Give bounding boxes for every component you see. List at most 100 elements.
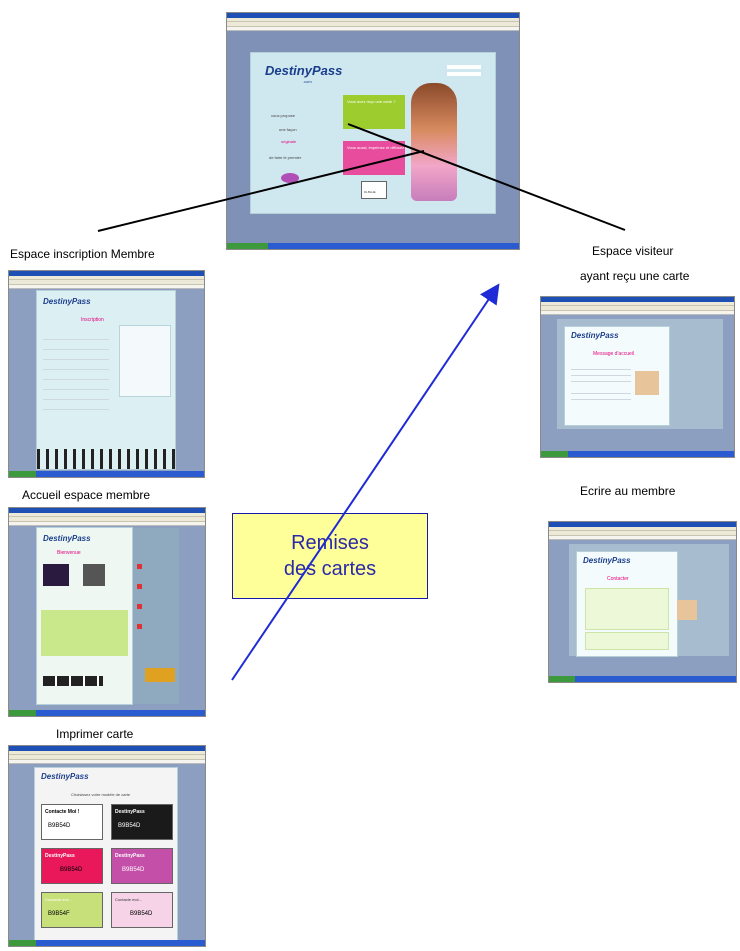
brand-logo: DestinyPass bbox=[265, 63, 343, 78]
password-input[interactable] bbox=[447, 72, 481, 76]
card-template-1[interactable]: Contacte Moi ! B9B54D bbox=[41, 804, 103, 840]
pitch-line-2: une façon bbox=[279, 127, 297, 132]
callout-line-1: Remises bbox=[291, 532, 369, 554]
imprimer-panel: DestinyPass Choisissez votre modèle de c… bbox=[35, 768, 177, 940]
window-titlebar bbox=[9, 746, 205, 751]
received-card-label: Vous avez reçu une carte ? bbox=[347, 99, 396, 104]
window-titlebar bbox=[549, 522, 736, 527]
card-template-text: DestinyPass bbox=[115, 809, 145, 815]
card-template-6[interactable]: Contacte moi... B9B54D bbox=[111, 892, 173, 928]
browser-toolbar bbox=[9, 517, 205, 522]
woman-illustration bbox=[411, 83, 457, 201]
taskbar bbox=[541, 451, 734, 457]
card-template-code: B9B54D bbox=[118, 823, 141, 829]
accueil-panel: DestinyPass Bienvenue bbox=[37, 528, 132, 704]
card-template-code: B9B54D bbox=[130, 911, 153, 917]
signpost-icon bbox=[145, 668, 175, 682]
card-template-code: B9B54D bbox=[60, 867, 83, 873]
start-button[interactable] bbox=[227, 243, 268, 249]
screenshot-ecrire: DestinyPass Contacter bbox=[548, 521, 737, 683]
window-titlebar bbox=[227, 13, 519, 18]
brand-logo: DestinyPass bbox=[43, 534, 91, 543]
taskbar bbox=[549, 676, 736, 682]
send-form[interactable] bbox=[585, 632, 669, 650]
card-template-5[interactable]: Contacte moi... B9B54F bbox=[41, 892, 103, 928]
caption-imprimer: Imprimer carte bbox=[56, 727, 134, 741]
callout-line-2: des cartes bbox=[283, 558, 377, 580]
start-button[interactable] bbox=[9, 940, 37, 946]
sample-card-code: DLBLHE bbox=[364, 190, 376, 194]
taskbar bbox=[9, 710, 205, 716]
accueil-title: Bienvenue bbox=[57, 550, 81, 556]
card-template-code: B9B54F bbox=[48, 911, 70, 917]
card-template-code: B9B54D bbox=[122, 867, 145, 873]
brand-logo: DestinyPass bbox=[583, 556, 631, 565]
ecrire-panel: DestinyPass Contacter bbox=[577, 552, 697, 656]
inscription-panel: DestinyPass Inscription bbox=[37, 291, 175, 469]
visiteur-photo bbox=[635, 371, 659, 395]
arrow-remises bbox=[231, 283, 500, 681]
address-bar bbox=[549, 536, 736, 540]
screenshot-inscription: DestinyPass Inscription bbox=[8, 270, 205, 478]
visiteur-title: Message d'accueil bbox=[593, 351, 634, 357]
screenshot-imprimer: DestinyPass Choisissez votre modèle de c… bbox=[8, 745, 206, 947]
login-input[interactable] bbox=[447, 65, 481, 69]
login-area bbox=[417, 61, 487, 81]
browser-toolbar bbox=[227, 22, 519, 27]
card-preview bbox=[43, 564, 69, 586]
menu-bar bbox=[9, 276, 204, 280]
imprimer-title: Choisissez votre modèle de carte bbox=[71, 792, 131, 797]
menu-bar bbox=[227, 18, 519, 22]
start-button[interactable] bbox=[9, 471, 37, 477]
browser-toolbar bbox=[9, 755, 205, 760]
ecrire-title: Contacter bbox=[607, 576, 629, 582]
window-titlebar bbox=[541, 297, 734, 302]
card-strip bbox=[43, 676, 103, 686]
print-cards-box[interactable]: Vous aussi, imprimez et diffusez vos car… bbox=[343, 141, 423, 175]
screenshot-home: DestinyPass .com vous propose une façon … bbox=[226, 12, 520, 250]
accueil-sidebar bbox=[133, 528, 179, 704]
brand-suffix: .com bbox=[303, 79, 312, 84]
form-column bbox=[43, 331, 113, 431]
taskbar bbox=[9, 471, 204, 477]
message-form[interactable] bbox=[585, 588, 669, 630]
visiteur-panel: DestinyPass Message d'accueil bbox=[565, 327, 669, 425]
caption-visiteur-line-2: ayant reçu une carte bbox=[580, 269, 690, 283]
card-template-4[interactable]: DestinyPass B9B54D bbox=[111, 848, 173, 884]
taskbar bbox=[227, 243, 519, 249]
taskbar bbox=[9, 940, 205, 946]
browser-toolbar bbox=[9, 280, 204, 285]
received-card-box[interactable]: Vous avez reçu une carte ? bbox=[343, 95, 405, 129]
menu-bar bbox=[549, 527, 736, 531]
caption-ecrire: Ecrire au membre bbox=[580, 484, 676, 498]
sidebar-icon[interactable] bbox=[137, 604, 142, 609]
address-bar bbox=[9, 285, 204, 289]
pitch-line-4: de faire le premier bbox=[269, 155, 302, 160]
caption-visiteur-line-1: Espace visiteur bbox=[592, 244, 674, 258]
screenshot-accueil: DestinyPass Bienvenue bbox=[8, 507, 206, 717]
card-template-3[interactable]: DestinyPass B9B54D bbox=[41, 848, 103, 884]
card-template-2[interactable]: DestinyPass B9B54D bbox=[111, 804, 173, 840]
footprint-icon bbox=[281, 173, 299, 183]
address-bar bbox=[227, 27, 519, 31]
card-template-text: Contacte moi... bbox=[115, 897, 142, 902]
sidebar-icon[interactable] bbox=[137, 564, 142, 569]
brand-logo: DestinyPass bbox=[571, 331, 619, 340]
pitch-line-1: vous propose bbox=[271, 113, 296, 118]
start-button[interactable] bbox=[9, 710, 37, 716]
crowd-silhouette bbox=[37, 449, 175, 469]
browser-toolbar bbox=[549, 531, 736, 536]
start-button[interactable] bbox=[541, 451, 569, 457]
pitch-line-3: originale bbox=[281, 139, 297, 144]
start-button[interactable] bbox=[549, 676, 576, 682]
card-template-text: DestinyPass bbox=[45, 853, 75, 859]
address-bar bbox=[9, 760, 205, 764]
green-zone bbox=[41, 610, 128, 656]
address-bar bbox=[541, 311, 734, 315]
menu-bar bbox=[541, 302, 734, 306]
sidebar-icon[interactable] bbox=[137, 624, 142, 629]
sample-card: DLBLHE bbox=[361, 181, 387, 199]
sidebar-icon[interactable] bbox=[137, 584, 142, 589]
menu-bar bbox=[9, 513, 205, 517]
card-template-code: B9B54D bbox=[48, 823, 71, 829]
